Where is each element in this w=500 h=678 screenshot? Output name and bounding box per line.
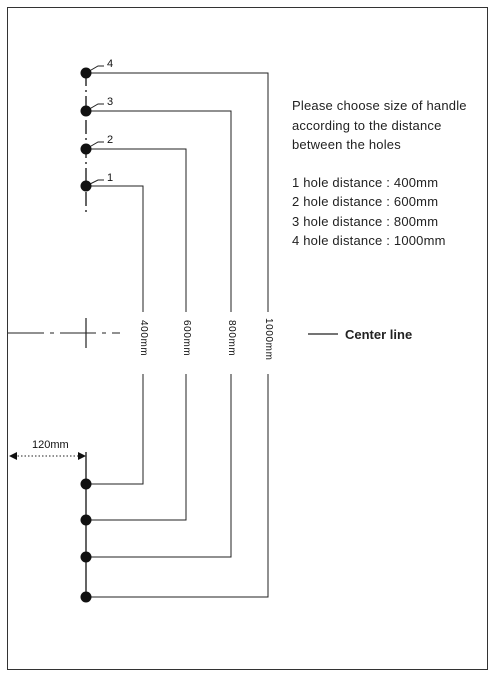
offset-arrow-right	[78, 452, 86, 460]
instructions-block: Please choose size of handle according t…	[292, 96, 467, 251]
top-hole-1	[80, 180, 92, 192]
bottom-hole-1	[80, 478, 92, 490]
top-hole-2	[80, 143, 92, 155]
handle-600-outline-bottom	[86, 374, 187, 521]
hole-distance-item-3: 3 hole distance : 800mm	[292, 213, 439, 229]
hole-number-3: 3	[107, 96, 114, 108]
handle-600-outline	[86, 148, 187, 312]
hole-distance-item-4: 4 hole distance : 1000mm	[292, 233, 446, 248]
handle-400-outline	[86, 185, 144, 312]
handle-400-outline-bottom	[86, 374, 144, 485]
handle-1000-outline	[86, 72, 269, 312]
hole-number-4: 4	[107, 58, 114, 70]
distance-label-800: 800mm	[226, 318, 237, 359]
bottom-hole-4	[80, 591, 92, 603]
handle-800-outline	[86, 110, 232, 312]
distance-label-1000: 1000mm	[263, 316, 274, 363]
handle-800-outline-bottom	[86, 374, 232, 558]
distance-label-400: 400mm	[138, 318, 149, 359]
instruction-line-1: Please choose size of handle	[292, 98, 467, 113]
hole-distance-item-2: 2 hole distance : 600mm	[292, 194, 439, 209]
bottom-hole-3	[80, 551, 92, 563]
offset-arrow-left	[9, 452, 17, 460]
instruction-line-3: between the holes	[292, 137, 401, 152]
offset-dimension-label: 120mm	[32, 439, 69, 451]
center-line-label: Center line	[345, 327, 413, 342]
hole-distance-item-1: 1 hole distance : 400mm	[292, 174, 439, 190]
bottom-hole-2	[80, 514, 92, 526]
instruction-line-2: according to the distance	[292, 117, 442, 133]
hole-number-2: 2	[107, 134, 114, 146]
top-hole-3	[80, 105, 92, 117]
hole-number-1: 1	[107, 172, 114, 184]
handle-1000-outline-bottom	[86, 374, 269, 598]
distance-label-600: 600mm	[181, 318, 192, 359]
drawing-frame	[7, 7, 488, 670]
top-hole-4	[80, 67, 92, 79]
